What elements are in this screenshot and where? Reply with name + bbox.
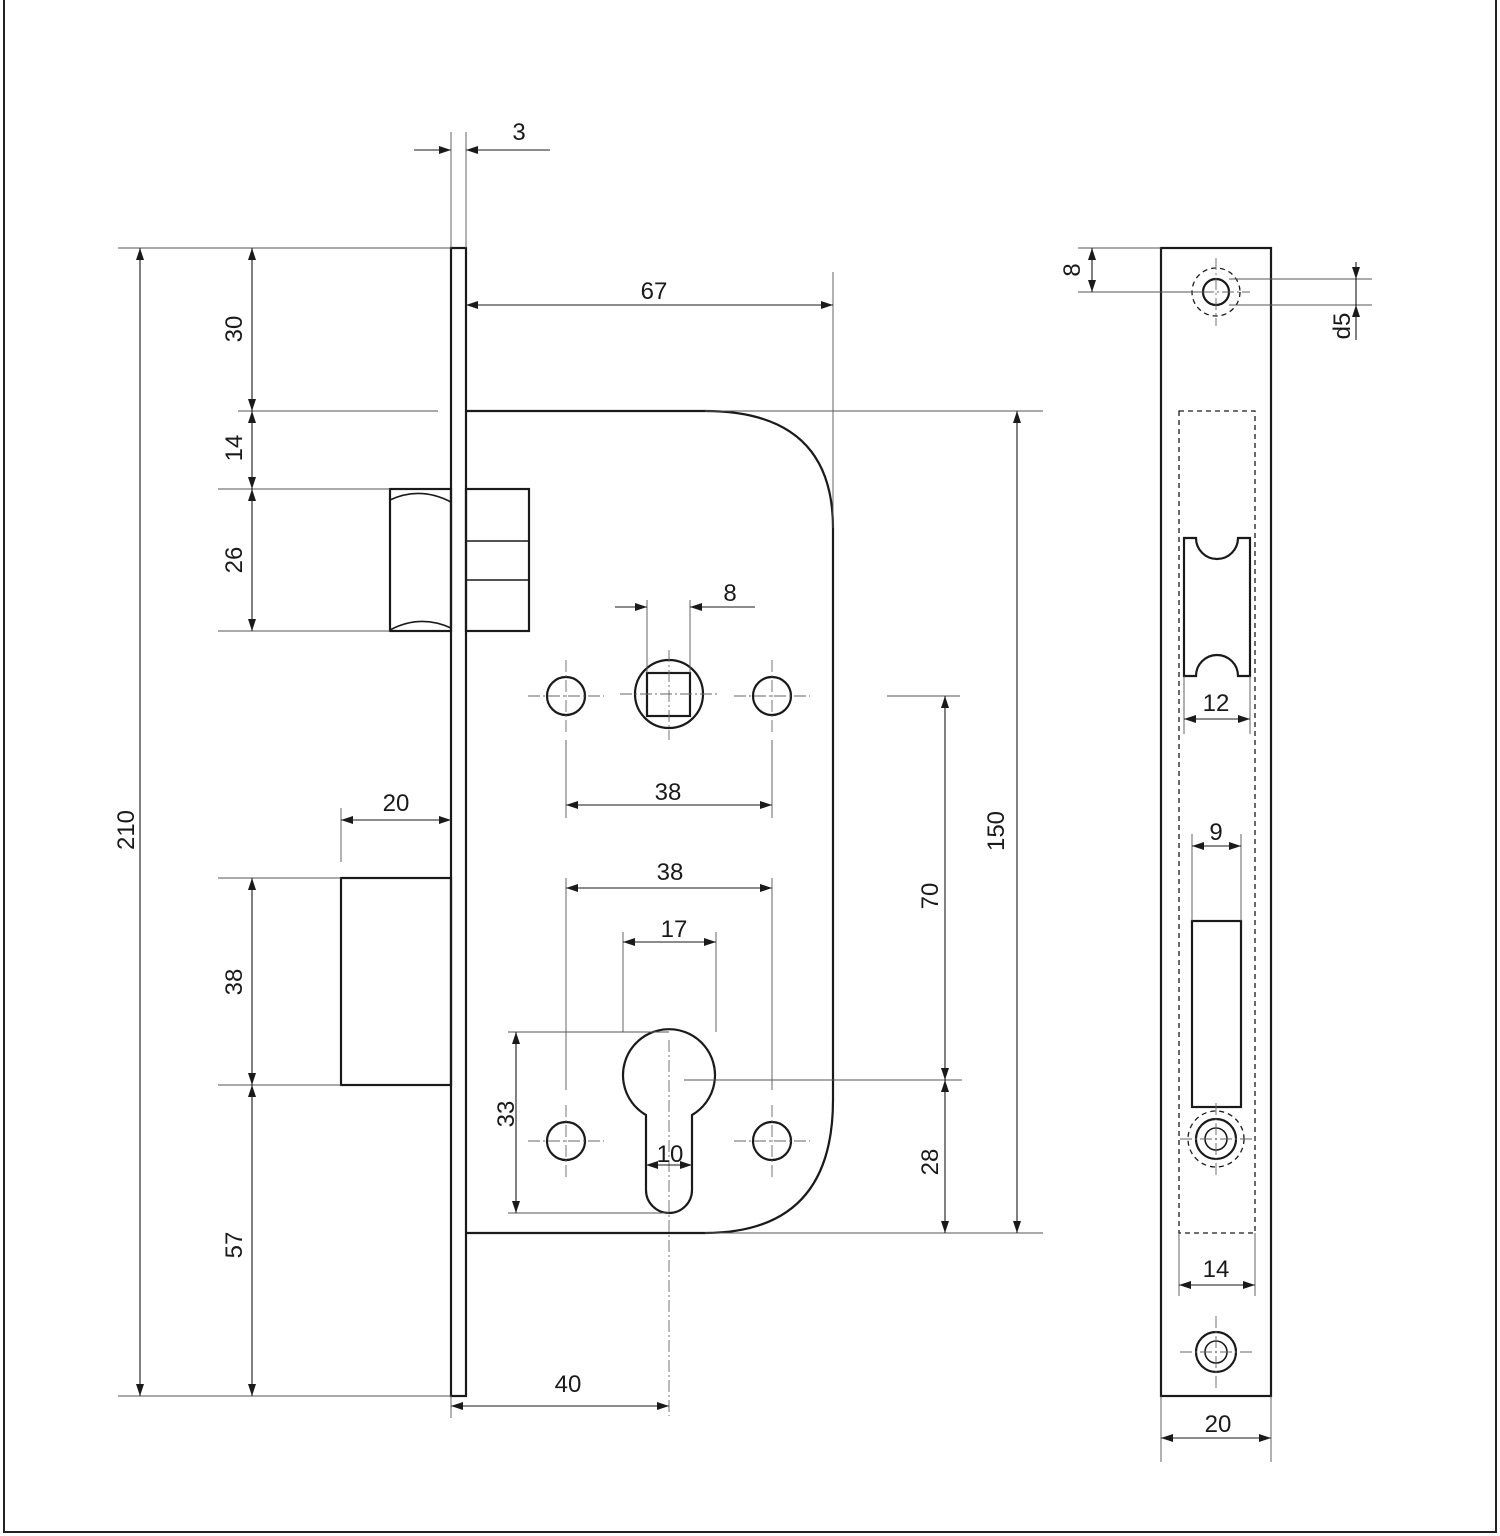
dim-total-height: 210	[113, 810, 140, 850]
bolt-opening	[1190, 919, 1243, 1109]
faceplate-screw-hole	[1180, 1103, 1252, 1175]
dim-backset-case: 67	[641, 278, 668, 305]
dim-cylinder-slot: 10	[657, 1141, 684, 1168]
dim-distance-70: 70	[917, 883, 944, 910]
faceplate	[449, 246, 468, 1398]
dim-inner-width: 14	[1203, 1256, 1230, 1283]
dim-faceplate-width: 20	[1205, 1411, 1232, 1438]
screw-hole	[528, 660, 604, 732]
faceplate-screw-hole	[1180, 1316, 1252, 1388]
dim-cylinder-to-bottom: 28	[917, 1149, 944, 1176]
dim-screw-diameter: d5	[1329, 313, 1356, 340]
dim-cylinder-width: 17	[661, 916, 688, 943]
dim-top-to-case: 30	[221, 316, 248, 343]
case-outline-hidden	[1178, 410, 1256, 1234]
dim-bolt-opening: 9	[1209, 819, 1222, 846]
screw-hole	[734, 660, 810, 732]
side-extension-lines	[1078, 247, 1372, 1462]
dim-bottom-57: 57	[221, 1232, 248, 1259]
dim-case-to-latch: 14	[221, 435, 248, 462]
dim-cylinder-height: 33	[493, 1101, 520, 1128]
latch-opening	[1182, 536, 1252, 678]
strike-faceplate	[1159, 246, 1273, 1398]
front-view: 3 210 30 14 26 67 8 38 20 38 17 38 70 15…	[113, 119, 1043, 1418]
side-dimension-lines	[1088, 248, 1360, 1442]
lock-case	[466, 409, 835, 1235]
dim-spindle-square: 8	[723, 580, 736, 607]
dimension-lines	[136, 146, 1021, 1410]
dim-latch-opening: 12	[1203, 690, 1230, 717]
drawing-border	[3, 0, 1497, 1533]
dim-strike-top-hole: 8	[1059, 263, 1086, 276]
dim-latch-height: 26	[221, 547, 248, 574]
spindle-hub	[620, 650, 718, 740]
dim-case-height: 150	[983, 811, 1010, 851]
dim-deadbolt-height: 38	[221, 969, 248, 996]
dim-cylinder-screw-spacing: 38	[657, 859, 684, 886]
dim-faceplate-thickness: 3	[512, 119, 525, 146]
screw-hole	[734, 1105, 810, 1177]
dim-spindle-screw-spacing: 38	[655, 779, 682, 806]
deadbolt	[339, 876, 453, 1087]
latch-bolt	[388, 487, 531, 633]
dim-backset: 40	[555, 1371, 582, 1398]
extension-lines	[118, 132, 1043, 1418]
screw-hole	[528, 1105, 604, 1177]
side-view: 8 d5 12 9 14 20	[1059, 246, 1372, 1462]
dim-deadbolt-throw: 20	[383, 790, 410, 817]
